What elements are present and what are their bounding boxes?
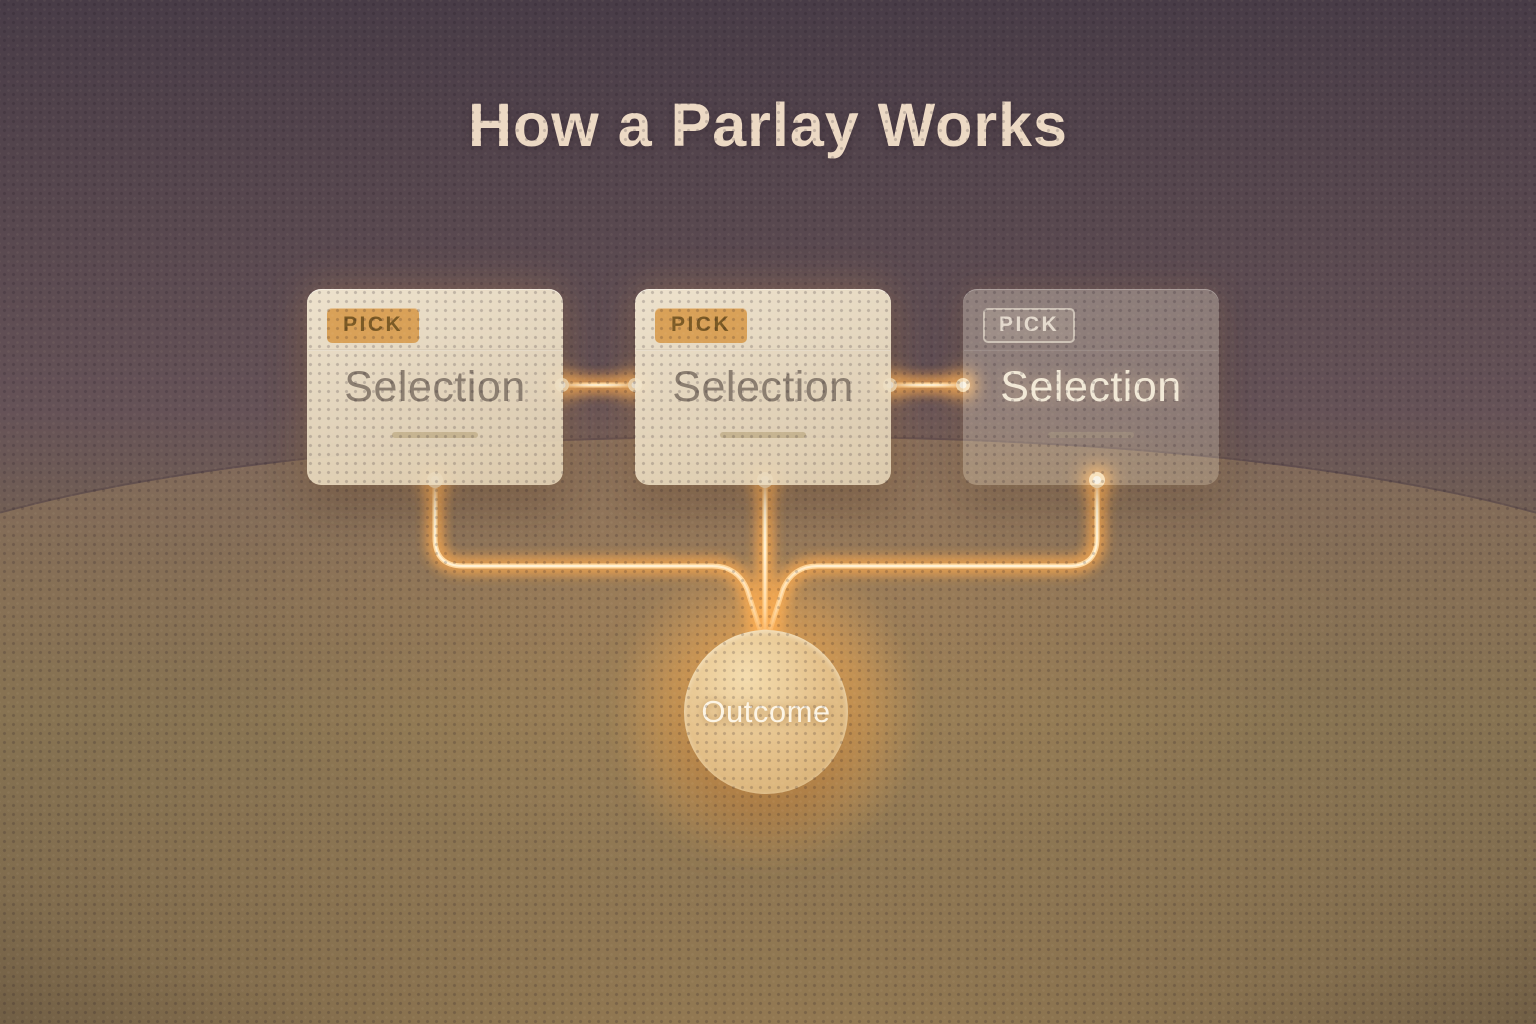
selection-label: Selection xyxy=(344,363,526,411)
card-divider xyxy=(308,349,562,351)
page-title: How a Parlay Works xyxy=(467,91,1068,159)
selection-card-1: PICK Selection xyxy=(307,289,563,485)
selection-underline xyxy=(720,432,806,438)
card-divider xyxy=(636,349,890,351)
card-divider xyxy=(964,349,1218,351)
pick-badge: PICK xyxy=(327,308,420,343)
selection-card-2: PICK Selection xyxy=(635,289,891,485)
selection-card-3: PICK Selection xyxy=(963,289,1219,485)
selection-label: Selection xyxy=(672,363,854,411)
outcome-node: Outcome xyxy=(684,630,848,794)
selection-underline xyxy=(1048,432,1134,438)
pick-badge: PICK xyxy=(655,308,748,343)
selection-label: Selection xyxy=(1000,363,1182,411)
pick-badge: PICK xyxy=(983,308,1076,343)
outcome-label: Outcome xyxy=(701,694,831,729)
selection-underline xyxy=(392,432,478,438)
